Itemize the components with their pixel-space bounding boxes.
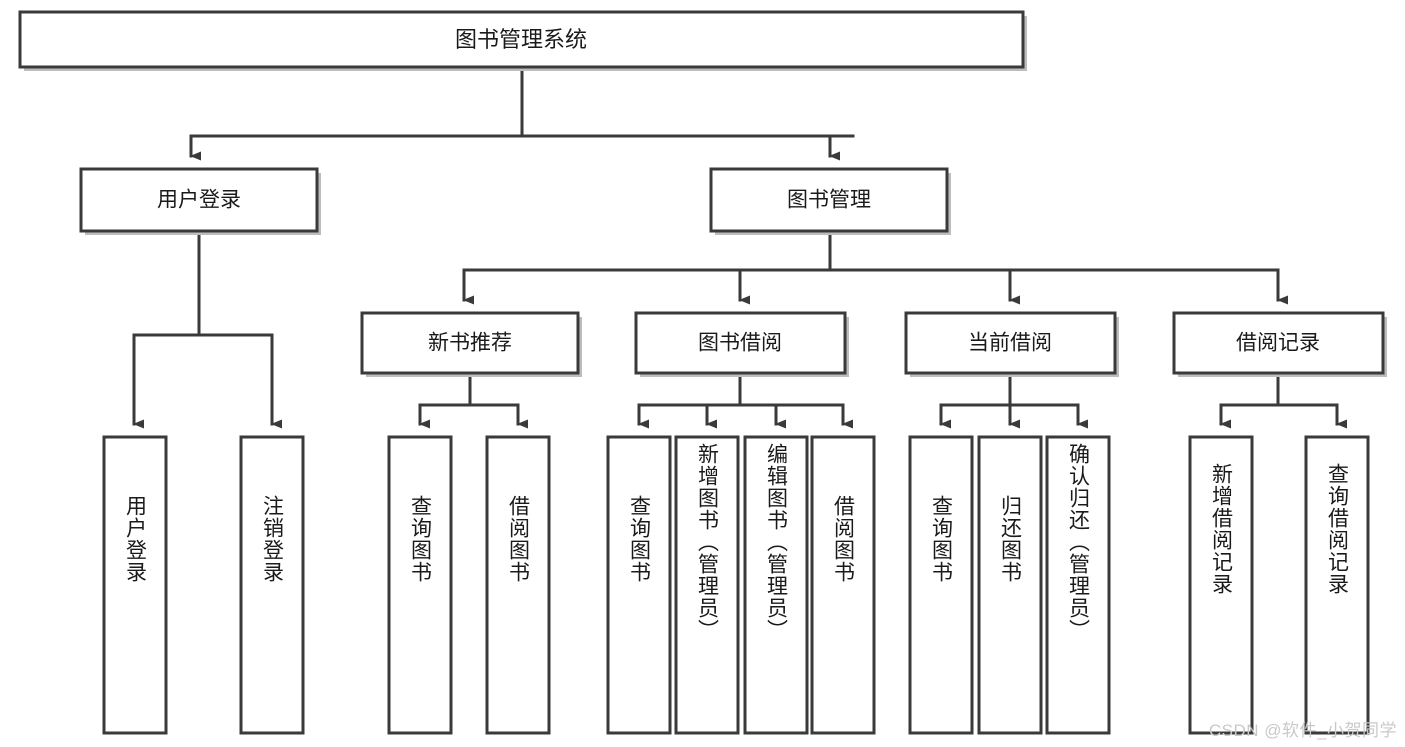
node-borrow-record[interactable]: 借阅记录 <box>1172 311 1387 377</box>
connector-bookmgmt-to-level3 <box>462 230 1288 305</box>
node-user-login[interactable]: 用户登录 <box>79 167 321 235</box>
leaf-box-borrow-edit-book[interactable] <box>743 435 809 735</box>
node-book-borrow[interactable]: 图书借阅 <box>634 311 849 377</box>
connector-root-to-level2 <box>189 66 855 161</box>
node-borrow-record-label: 借阅记录 <box>1236 332 1320 355</box>
connector-recommend-to-leaves <box>418 372 528 429</box>
node-new-book-recommend-label: 新书推荐 <box>428 332 512 355</box>
leaf-box-logout[interactable] <box>239 435 305 735</box>
leaf-box-record-add-record[interactable] <box>1188 435 1254 735</box>
connector-record-to-leaves <box>1219 372 1347 429</box>
connector-userlogin-to-leaves <box>132 230 282 429</box>
node-book-management[interactable]: 图书管理 <box>709 167 951 235</box>
leaf-box-borrow-query-book[interactable] <box>606 435 672 735</box>
node-user-login-label: 用户登录 <box>157 189 241 212</box>
leaf-box-current-query-book[interactable] <box>908 435 974 735</box>
node-root-label: 图书管理系统 <box>455 27 587 52</box>
node-book-management-label: 图书管理 <box>787 189 871 212</box>
leaf-box-borrow-add-book[interactable] <box>674 435 740 735</box>
leaf-box-current-confirm-return[interactable] <box>1045 435 1111 735</box>
node-book-borrow-label: 图书借阅 <box>698 332 782 355</box>
node-current-borrow[interactable]: 当前借阅 <box>904 311 1119 377</box>
node-new-book-recommend[interactable]: 新书推荐 <box>360 311 582 377</box>
leaf-box-recommend-borrow-book[interactable] <box>485 435 551 735</box>
csdn-watermark: CSDN @软件_小贺同学 <box>1208 721 1397 740</box>
connector-current-to-leaves <box>939 372 1088 429</box>
node-current-borrow-label: 当前借阅 <box>968 332 1052 355</box>
leaf-box-user-login[interactable] <box>102 435 168 735</box>
leaf-box-current-return-book[interactable] <box>977 435 1043 735</box>
node-root[interactable]: 图书管理系统 <box>18 10 1027 71</box>
connector-borrow-to-leaves <box>637 372 853 429</box>
leaf-box-recommend-query-book[interactable] <box>387 435 453 735</box>
leaf-box-record-query-record[interactable] <box>1304 435 1370 735</box>
leaf-box-borrow-borrow-book[interactable] <box>810 435 876 735</box>
